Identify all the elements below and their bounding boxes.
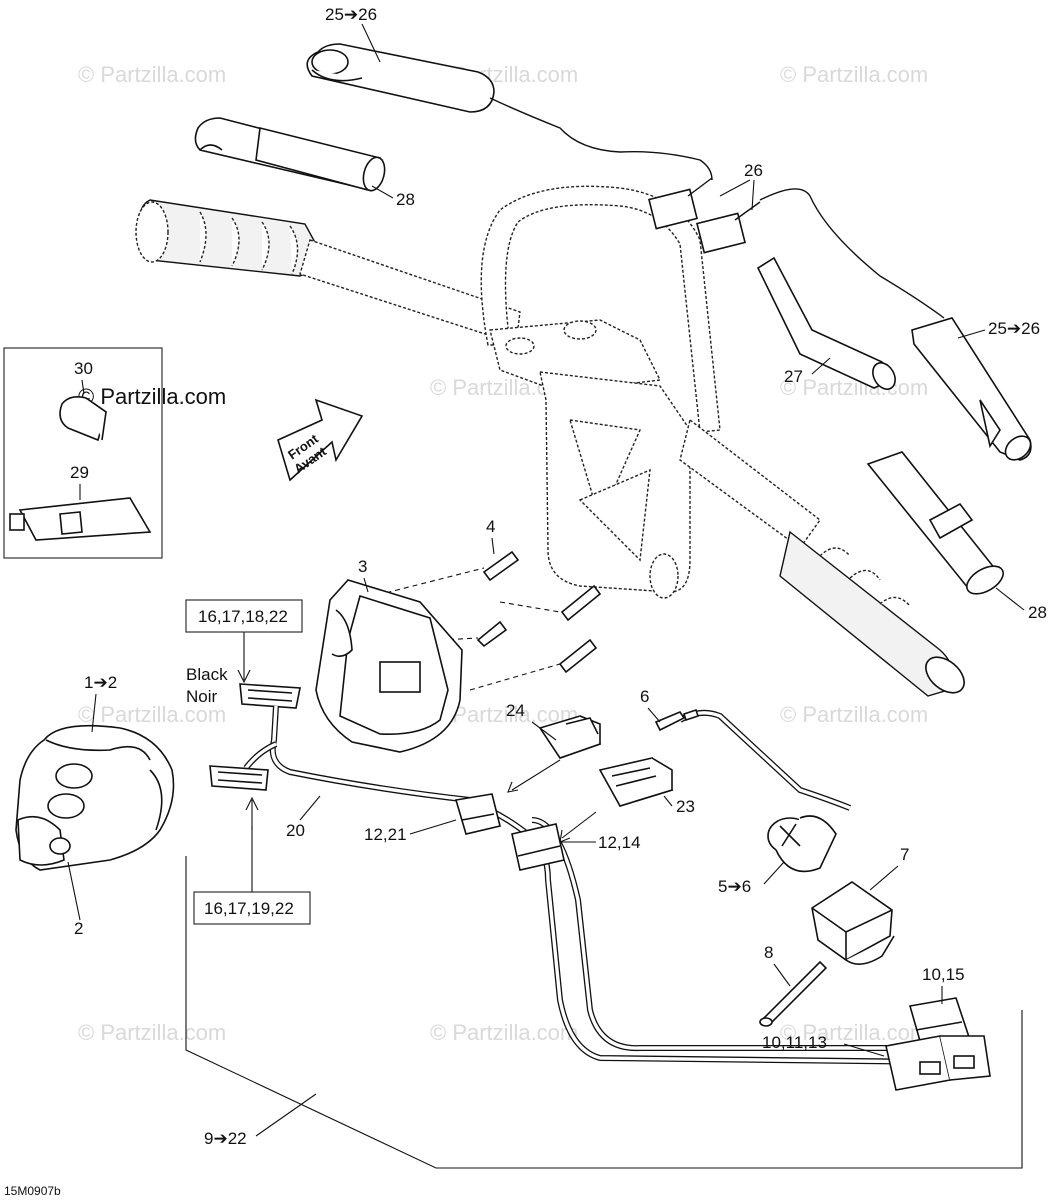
callout-6: 6 bbox=[640, 687, 649, 706]
switch-housing-3 bbox=[315, 579, 463, 753]
switch-module-1-2 bbox=[15, 724, 175, 871]
connectors-26 bbox=[648, 177, 945, 319]
callout-7: 7 bbox=[900, 845, 909, 864]
watermark: © Partzilla.com bbox=[430, 1020, 578, 1045]
callout-25-26-top: 25➔26 bbox=[325, 5, 377, 24]
watermark: © Partzilla.com bbox=[780, 1020, 928, 1045]
callout-1-2: 1➔2 bbox=[84, 673, 117, 692]
watermark: © Partzilla.com bbox=[780, 702, 928, 727]
callout-28-right: 28 bbox=[1028, 603, 1047, 622]
diagram-code: 15M0907b bbox=[4, 1184, 61, 1198]
callout-10-15: 10,15 bbox=[922, 965, 965, 984]
connector-color-noir: Noir bbox=[186, 687, 218, 706]
connector-color-black: Black bbox=[186, 665, 228, 684]
callout-25-26-right: 25➔26 bbox=[988, 319, 1040, 338]
inset-watermark: © Partzilla.com bbox=[78, 384, 226, 409]
inset-panel: 30 © Partzilla.com 29 bbox=[3, 347, 226, 559]
terminal-6 bbox=[654, 708, 700, 732]
watermark: © Partzilla.com bbox=[780, 62, 928, 87]
callout-8: 8 bbox=[764, 943, 773, 962]
callout-box-16-17-19-22 bbox=[193, 891, 311, 925]
callout-16-17-18-22: 16,17,18,22 bbox=[198, 607, 288, 626]
callout-16-17-19-22: 16,17,19,22 bbox=[204, 899, 294, 918]
wiring-harness-20 bbox=[243, 705, 969, 1066]
callout-28-top: 28 bbox=[396, 190, 415, 209]
grip-sleeve-top bbox=[194, 117, 386, 192]
tube-27 bbox=[756, 256, 896, 390]
connector-white bbox=[209, 765, 269, 791]
handlebar-assembly bbox=[135, 185, 965, 697]
heated-grip-element-top bbox=[306, 43, 713, 181]
callout-3: 3 bbox=[358, 557, 367, 576]
grip-sleeve-right bbox=[866, 451, 1004, 595]
connector-24 bbox=[538, 715, 602, 759]
connector-12-14 bbox=[511, 823, 565, 871]
connector-10-11-13 bbox=[885, 1035, 991, 1091]
callout-20: 20 bbox=[286, 821, 305, 840]
watermark: © Partzilla.com bbox=[78, 1020, 226, 1045]
watermark: © Partzilla.com bbox=[78, 702, 226, 727]
callout-box-16-17-18-22 bbox=[185, 599, 303, 633]
heated-grip-element-right bbox=[911, 317, 1032, 461]
callout-24: 24 bbox=[506, 701, 525, 720]
switch-5-6 bbox=[767, 815, 837, 873]
callout-27: 27 bbox=[784, 367, 803, 386]
cover-7 bbox=[811, 881, 895, 965]
callout-5-6: 5➔6 bbox=[718, 877, 751, 896]
watermark: © Partzilla.com bbox=[78, 62, 226, 87]
callout-10-11-13: 10,11,13 bbox=[762, 1033, 827, 1052]
connector-23 bbox=[598, 757, 674, 807]
callout-23: 23 bbox=[676, 797, 695, 816]
callout-12-21: 12,21 bbox=[364, 825, 407, 844]
callout-9-22: 9➔22 bbox=[204, 1129, 247, 1148]
harness-bracket bbox=[185, 856, 1023, 1169]
connector-12-21 bbox=[454, 793, 501, 835]
callout-2: 2 bbox=[74, 919, 83, 938]
pin-8 bbox=[759, 960, 828, 1027]
connector-black bbox=[239, 683, 301, 709]
front-direction-arrow: Front Avant bbox=[277, 398, 364, 482]
callout-29: 29 bbox=[70, 463, 89, 482]
callout-4: 4 bbox=[486, 517, 495, 536]
callout-26: 26 bbox=[744, 161, 763, 180]
callout-30: 30 bbox=[74, 359, 93, 378]
screws-4 bbox=[333, 550, 602, 691]
callout-12-14: 12,14 bbox=[598, 833, 641, 852]
